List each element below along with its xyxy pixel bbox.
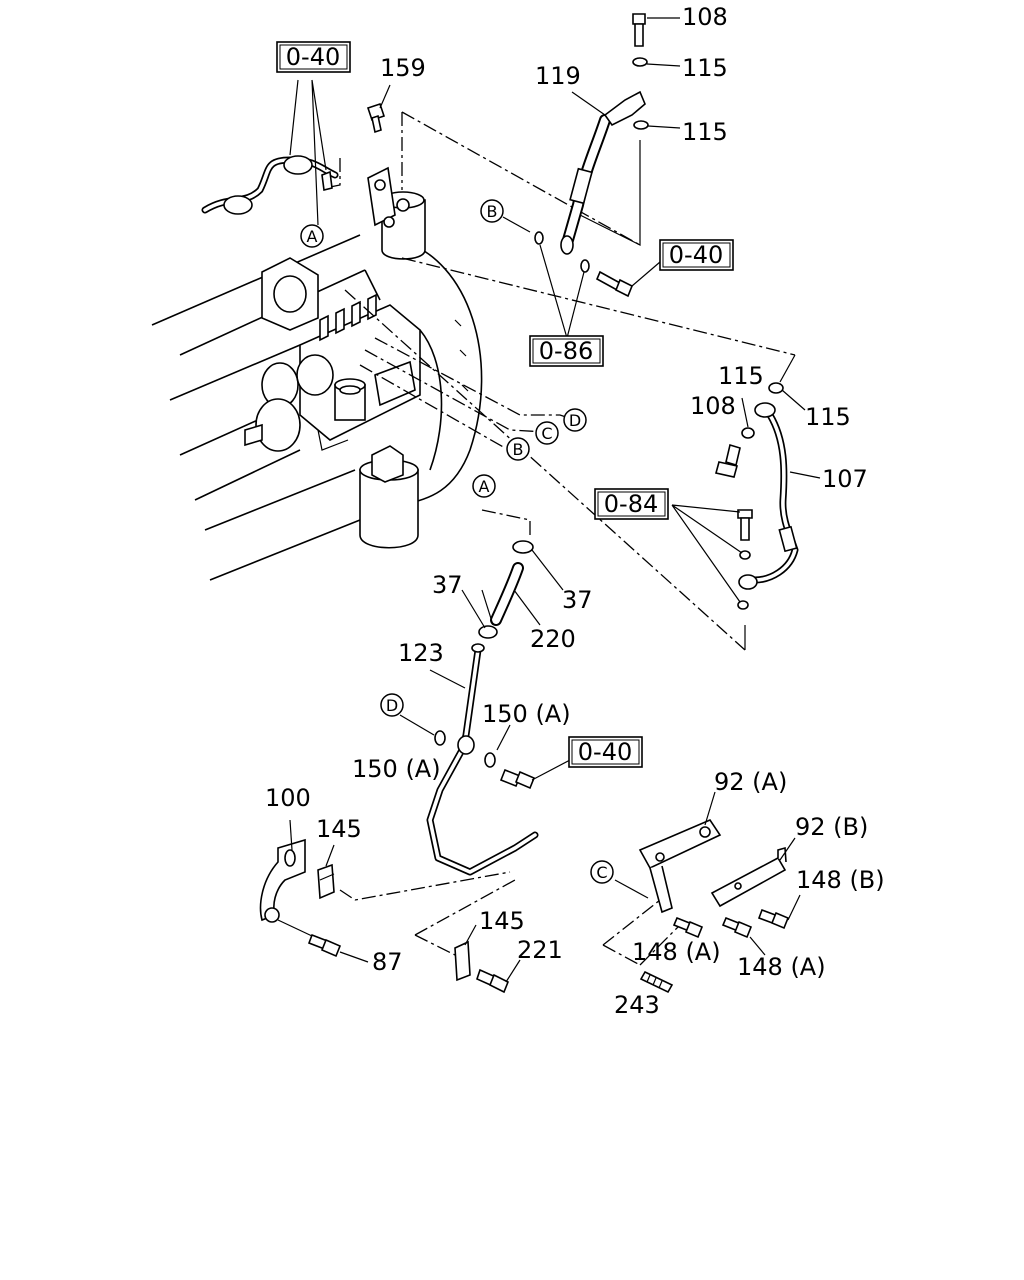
washer-150a-right	[484, 752, 496, 768]
part-label: 107	[822, 465, 868, 493]
bolt-148a-left	[672, 916, 704, 939]
part-label: 87	[372, 948, 403, 976]
injection-pump	[244, 293, 421, 452]
bolt-148b	[757, 894, 801, 930]
fuel-filter-lower	[359, 445, 419, 549]
svg-text:0-86: 0-86	[539, 337, 593, 365]
washer-b	[534, 231, 544, 245]
hose-220	[461, 540, 564, 639]
part-label: 221	[517, 936, 563, 964]
bolt-108-top	[632, 13, 680, 47]
ref-box: 0-86	[529, 335, 604, 367]
reference-boxes: 0-40 0-40 0-86 0-84 0-40	[276, 41, 734, 768]
svg-text:D: D	[386, 696, 398, 715]
circle-marker: B	[506, 437, 530, 461]
bolt-159	[366, 84, 391, 134]
circle-marker: C	[535, 421, 559, 445]
washer-115-right-top	[768, 382, 784, 394]
part-label: 148 (B)	[796, 866, 885, 894]
part-label: 123	[398, 639, 444, 667]
clip-145-bottom	[454, 924, 477, 982]
part-label: 148 (A)	[737, 953, 826, 981]
circle-marker: B	[480, 199, 504, 223]
circle-marker: D	[380, 693, 404, 717]
part-label: 145	[316, 815, 362, 843]
ref-box: 0-84	[594, 488, 669, 520]
fuel-pipe-107	[738, 402, 821, 590]
circle-marker: C	[590, 860, 614, 884]
bolt-87	[277, 919, 369, 963]
washer-115-right-mid	[741, 427, 755, 439]
svg-text:B: B	[487, 202, 498, 221]
svg-text:D: D	[569, 411, 581, 430]
svg-text:A: A	[479, 477, 490, 496]
fuel-filter-upper	[367, 166, 426, 260]
washer-0-86	[580, 259, 590, 273]
part-label: 115	[805, 403, 851, 431]
svg-text:0-40: 0-40	[578, 738, 632, 766]
part-label: 150 (A)	[352, 755, 441, 783]
part-label: 159	[380, 54, 426, 82]
svg-text:0-40: 0-40	[669, 241, 723, 269]
part-label: 37	[432, 571, 463, 599]
svg-text:C: C	[541, 424, 552, 443]
ref-box: 0-40	[568, 736, 643, 768]
bracket-92a	[638, 791, 722, 914]
bolt-148a-right	[721, 916, 766, 956]
fuel-return-hose	[201, 79, 339, 226]
svg-text:0-84: 0-84	[604, 490, 658, 518]
part-label: 220	[530, 625, 576, 653]
part-label: 108	[690, 392, 736, 420]
stud-243	[639, 970, 674, 994]
fuel-pipe-123	[426, 643, 539, 876]
washer-115-mid	[633, 120, 649, 130]
engine-block	[151, 234, 483, 581]
part-label: 108	[682, 3, 728, 31]
washer-115-top	[632, 57, 648, 67]
circle-marker: D	[563, 408, 587, 432]
bolt-0-84	[737, 509, 753, 541]
bolt-0-40-bottom	[499, 759, 571, 790]
part-label: 92 (B)	[795, 813, 868, 841]
circle-marker: A	[300, 224, 324, 248]
ref-box: 0-40	[659, 239, 734, 271]
bolt-221	[476, 959, 521, 994]
fuel-pipe-119	[560, 90, 646, 255]
part-label: 115	[682, 118, 728, 146]
svg-text:C: C	[596, 863, 607, 882]
svg-text:A: A	[307, 227, 318, 246]
clip-145-top	[317, 844, 335, 900]
svg-text:B: B	[513, 440, 524, 459]
part-label: 148 (A)	[632, 938, 721, 966]
circle-marker: A	[472, 474, 496, 498]
part-label: 37	[562, 586, 593, 614]
part-label: 100	[265, 784, 311, 812]
part-label: 150 (A)	[482, 700, 571, 728]
ref-box: 0-40	[276, 41, 351, 73]
circle-markers: A B D C B A D C	[300, 199, 614, 884]
part-label: 145	[479, 907, 525, 935]
part-label: 92 (A)	[714, 768, 787, 796]
part-label: 119	[535, 62, 581, 90]
washer-150a-left	[434, 730, 446, 746]
part-label: 115	[682, 54, 728, 82]
bracket-100	[259, 819, 306, 923]
bracket-92b	[710, 837, 796, 908]
svg-text:0-40: 0-40	[286, 43, 340, 71]
part-label: 115	[718, 362, 764, 390]
part-labels: 108 115 119 115 159 115 108 115 107 37 3…	[265, 3, 885, 1019]
part-label: 243	[614, 991, 660, 1019]
bolt-0-40-right	[595, 261, 661, 298]
bolt-108-right	[715, 443, 741, 478]
